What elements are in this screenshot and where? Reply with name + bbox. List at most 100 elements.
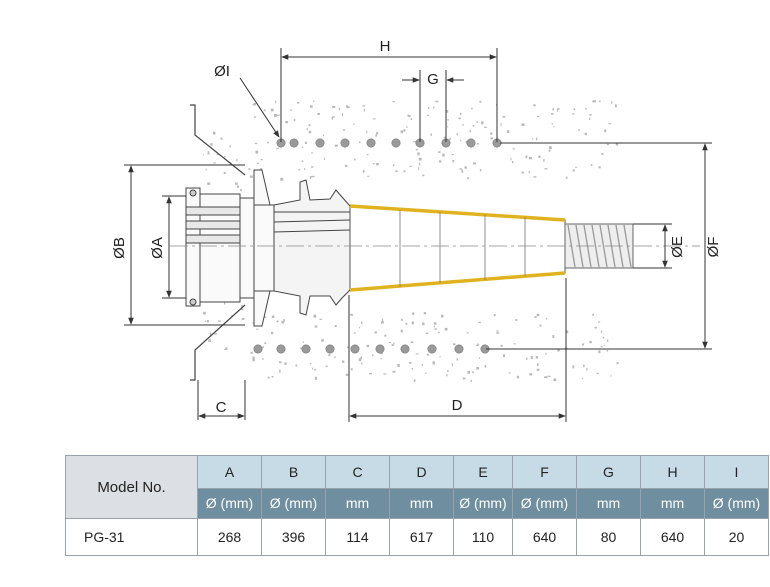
concrete-speck xyxy=(363,169,365,173)
concrete-speck xyxy=(361,362,363,365)
concrete-speck xyxy=(218,320,222,322)
concrete-speck xyxy=(607,339,609,342)
concrete-speck xyxy=(253,116,256,118)
anchor-head-assembly xyxy=(185,169,275,327)
concrete-speck xyxy=(589,117,591,121)
dimension-b xyxy=(124,164,245,326)
rebar-dot xyxy=(454,344,464,354)
concrete-speck xyxy=(312,367,313,370)
concrete-speck xyxy=(310,105,313,108)
concrete-speck xyxy=(484,365,487,368)
concrete-speck xyxy=(410,341,414,344)
concrete-speck xyxy=(528,170,530,174)
concrete-speck xyxy=(467,370,470,374)
concrete-speck xyxy=(442,153,445,157)
concrete-speck xyxy=(293,119,296,122)
concrete-speck xyxy=(479,100,482,103)
concrete-speck xyxy=(417,152,420,156)
col-unit-d: mm xyxy=(389,487,454,520)
concrete-speck xyxy=(553,126,555,128)
concrete-speck xyxy=(601,153,604,156)
concrete-speck xyxy=(409,165,412,168)
concrete-speck xyxy=(512,148,515,150)
col-unit-e: Ø (mm) xyxy=(453,487,513,520)
concrete-speck xyxy=(551,113,554,115)
concrete-speck xyxy=(331,116,334,120)
concrete-speck xyxy=(314,369,317,371)
concrete-speck xyxy=(236,158,238,162)
dimension-h xyxy=(280,48,498,142)
concrete-speck xyxy=(592,313,595,316)
concrete-speck xyxy=(447,370,449,372)
concrete-speck xyxy=(543,159,545,162)
concrete-speck xyxy=(207,151,210,155)
concrete-speck xyxy=(248,168,251,171)
concrete-speck xyxy=(508,372,511,374)
concrete-speck xyxy=(276,320,279,323)
value-b: 396 xyxy=(261,518,326,556)
concrete-speck xyxy=(510,157,512,161)
concrete-speck xyxy=(515,319,518,321)
concrete-speck xyxy=(229,145,231,148)
concrete-speck xyxy=(334,356,336,358)
concrete-speck xyxy=(546,375,548,379)
concrete-speck xyxy=(338,107,340,111)
concrete-speck xyxy=(513,343,516,345)
concrete-speck xyxy=(600,346,603,348)
concrete-speck xyxy=(435,100,439,103)
concrete-speck xyxy=(319,318,322,320)
concrete-speck xyxy=(241,304,243,308)
concrete-speck xyxy=(604,129,607,133)
concrete-speck xyxy=(328,354,331,356)
concrete-speck xyxy=(606,143,609,146)
concrete-speck xyxy=(565,176,568,179)
label-f: ØF xyxy=(705,237,722,258)
concrete-speck xyxy=(461,169,463,173)
concrete-speck xyxy=(427,106,430,110)
concrete-speck xyxy=(433,322,437,325)
concrete-speck xyxy=(422,174,425,177)
concrete-speck xyxy=(600,330,603,333)
label-b: ØB xyxy=(111,237,128,259)
wall-outline xyxy=(190,104,246,381)
concrete-speck xyxy=(552,108,555,111)
concrete-speck xyxy=(548,146,552,150)
concrete-speck xyxy=(395,170,398,172)
concrete-speck xyxy=(207,182,211,185)
concrete-speck xyxy=(592,100,596,103)
concrete-speck xyxy=(262,346,264,349)
concrete-speck xyxy=(452,343,456,346)
rebar-dot xyxy=(400,344,410,354)
label-a: ØA xyxy=(149,237,166,259)
concrete-speck xyxy=(210,143,213,146)
concrete-speck xyxy=(476,143,480,145)
concrete-speck xyxy=(362,105,366,107)
concrete-speck xyxy=(598,166,601,169)
concrete-speck xyxy=(397,364,400,367)
concrete-speck xyxy=(372,163,375,165)
rebar-dot xyxy=(350,344,360,354)
concrete-speck xyxy=(418,157,422,161)
concrete-speck xyxy=(308,124,311,127)
col-unit-f: Ø (mm) xyxy=(512,487,577,520)
col-unit-b: Ø (mm) xyxy=(261,487,326,520)
concrete-speck xyxy=(260,159,263,161)
concrete-speck xyxy=(578,129,580,131)
concrete-speck xyxy=(426,114,429,116)
concrete-speck xyxy=(476,344,478,346)
concrete-speck xyxy=(359,326,361,329)
concrete-speck xyxy=(557,348,560,352)
concrete-speck xyxy=(408,115,411,117)
concrete-speck xyxy=(415,148,418,151)
rebar-dot xyxy=(253,344,263,354)
concrete-speck xyxy=(556,108,558,112)
concrete-speck xyxy=(459,112,462,115)
col-unit-h: mm xyxy=(640,487,705,520)
concrete-speck xyxy=(411,367,413,370)
concrete-speck xyxy=(354,158,356,161)
concrete-speck xyxy=(432,106,435,109)
thread-line xyxy=(599,224,608,268)
concrete-speck xyxy=(241,318,245,320)
concrete-speck xyxy=(345,373,349,376)
concrete-speck xyxy=(581,377,584,379)
